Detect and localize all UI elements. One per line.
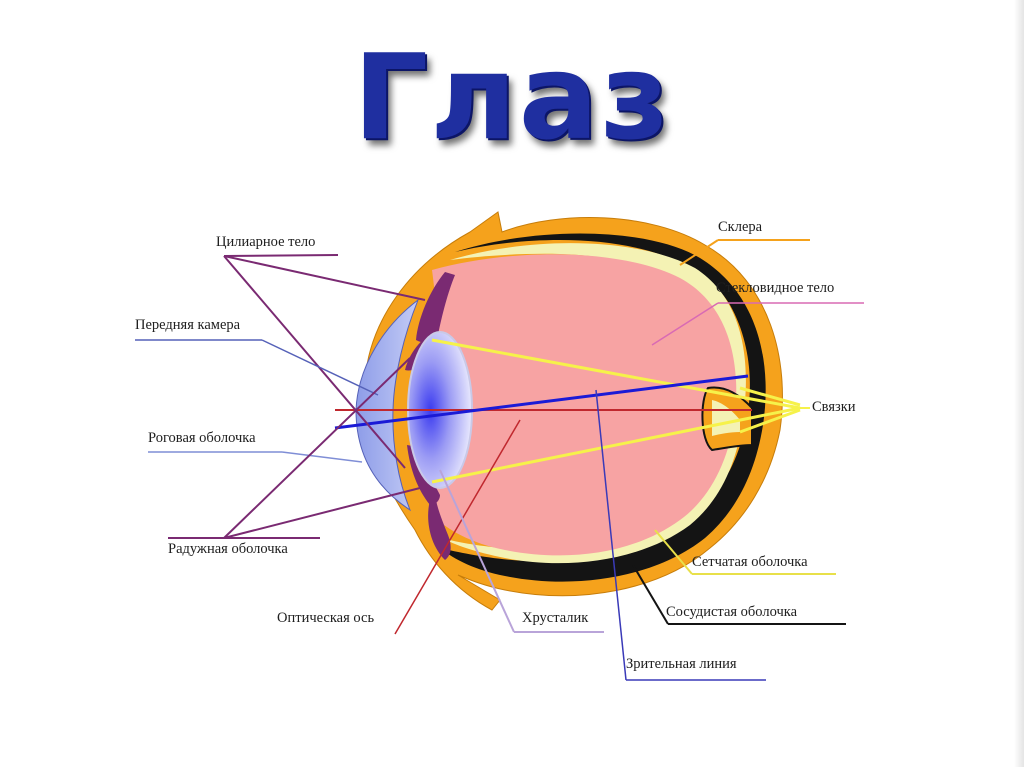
label-optical-axis: Оптическая ось xyxy=(277,610,375,626)
leader-vascular-membrane xyxy=(632,564,846,625)
label-sclera: Склера xyxy=(718,219,763,235)
leader-ciliary-body xyxy=(223,254,426,469)
label-vitreous-body: Стекловидное тело xyxy=(716,280,835,296)
leader-lens xyxy=(439,469,604,633)
label-iris: Радужная оболочка xyxy=(168,541,288,557)
label-cornea: Роговая оболочка xyxy=(148,430,256,446)
label-anterior-chamber: Передняя камера xyxy=(135,317,241,333)
page-title: Глаз xyxy=(353,28,671,166)
visual-line xyxy=(334,374,749,430)
label-retina: Сетчатая оболочка xyxy=(692,554,808,570)
leader-sclera xyxy=(679,239,810,266)
leader-iris xyxy=(168,357,421,539)
slide-edge-shadow xyxy=(1014,0,1024,767)
leader-optical-axis xyxy=(394,419,521,635)
label-lens: Хрусталик xyxy=(522,610,589,626)
label-visual-line: Зрительная линия xyxy=(626,656,737,672)
label-vascular-membrane: Сосудистая оболочка xyxy=(666,604,798,620)
leader-retina xyxy=(654,529,836,575)
leader-visual-line xyxy=(595,389,766,681)
cornea-shape xyxy=(355,298,420,512)
label-ciliary-body: Цилиарное тело xyxy=(216,234,316,250)
vitreous-body-shape xyxy=(432,254,737,556)
leader-vitreous-body xyxy=(651,302,864,346)
ligament-lines xyxy=(431,338,801,484)
leader-anterior-chamber xyxy=(135,339,379,396)
leader-cornea xyxy=(148,451,363,463)
label-ligaments: Связки xyxy=(812,399,856,415)
